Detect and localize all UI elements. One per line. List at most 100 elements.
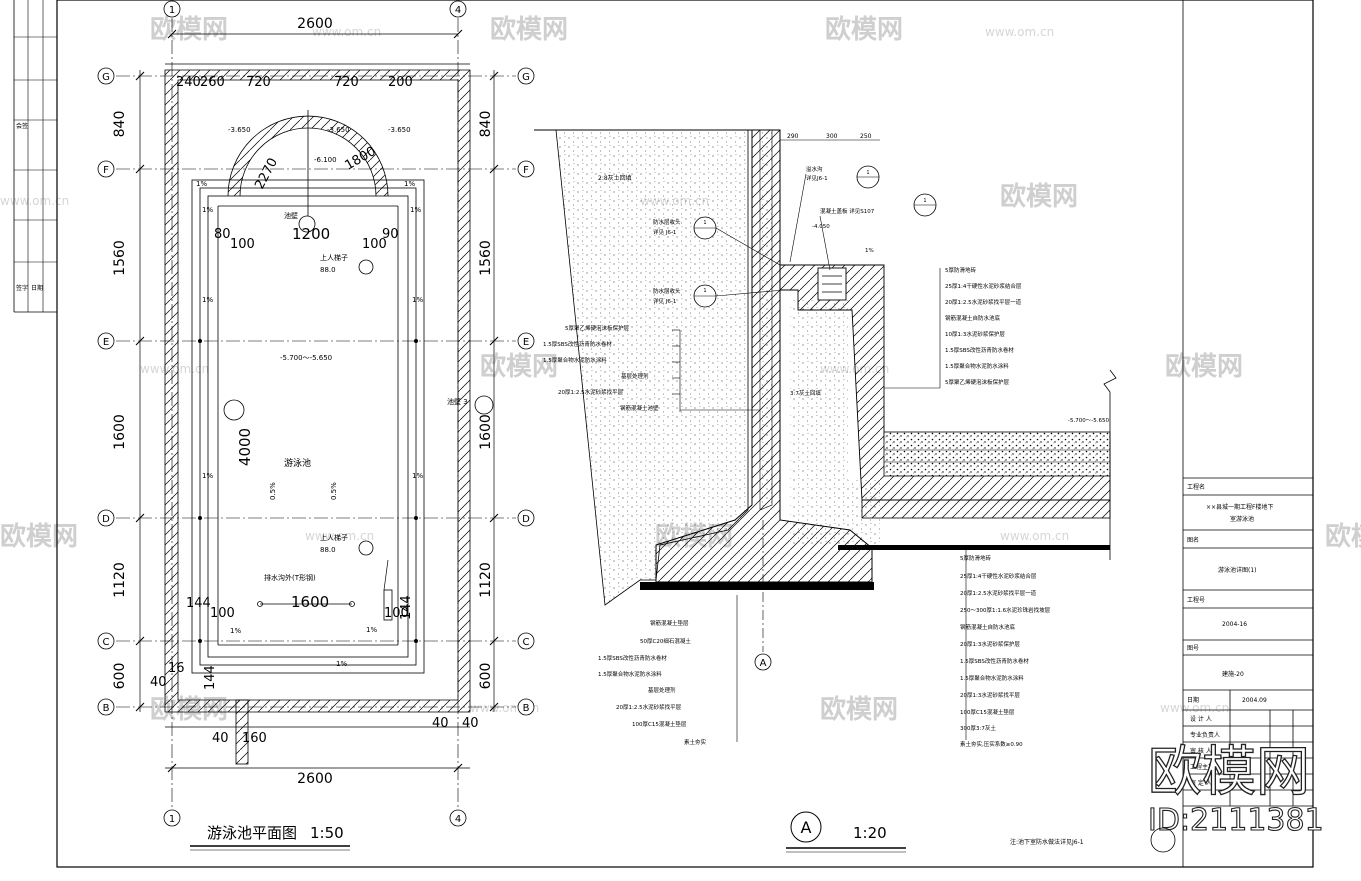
plan-dim-bottom: 40	[462, 716, 479, 731]
plan-dim-small: 80	[214, 227, 231, 242]
grid-row-label: C	[103, 637, 110, 648]
plan-callout: 池壁 3	[447, 397, 468, 406]
tb-role: 审 核 人	[1190, 747, 1212, 755]
plan-dim-left: 840	[112, 111, 128, 138]
slope-label: 1%	[412, 472, 423, 480]
layer-left: 基层处理剂	[621, 372, 649, 380]
section-callout: 防水层收头	[653, 287, 681, 295]
layer-right-top: 25厚1:4干硬性水泥砂浆结合层	[945, 282, 1022, 290]
plan-level-center: -5.700～-5.650	[280, 354, 332, 362]
plan-dim-small: 144	[186, 596, 211, 611]
layer-bottom-right: 100厚C15混凝土垫层	[960, 708, 1015, 716]
tb-value: 2004-16	[1222, 621, 1247, 628]
layer-bottom-left: 基层处理剂	[648, 686, 676, 694]
section-level: -5.700～-5.650	[1068, 418, 1109, 424]
tb-role: 工程主持人	[1190, 763, 1220, 771]
section-callout: 溢水沟	[806, 165, 823, 173]
plan-dim-small: 144	[399, 595, 414, 620]
grid-col-label: 1	[169, 5, 175, 16]
layer-bottom-left: 1.5厚聚合物水泥防水涂料	[598, 670, 662, 678]
pool-plan: 1 4 1 4 G G F F E E D D C C B B	[97, 0, 535, 851]
layer-bottom-left: 钢筋混凝土垫层	[650, 619, 689, 627]
slope-label: 1%	[202, 206, 213, 214]
slope-label: 1%	[196, 180, 207, 188]
plan-dim-right: 1120	[478, 562, 494, 598]
plan-dim-right: 1600	[478, 414, 494, 450]
left-strip-label: 签字	[16, 284, 28, 292]
section-callout: 详见 J6-1	[653, 228, 676, 236]
layer-bottom-left: 素土夯实	[684, 738, 707, 746]
watermark-site: www.om.cn	[1160, 701, 1229, 715]
tb-label: 图号	[1187, 645, 1199, 652]
tb-label: 工程名	[1187, 483, 1205, 491]
plan-dim-bottom: 40	[432, 716, 449, 731]
tb-role: 专业负责人	[1190, 731, 1220, 739]
plan-dim-left: 1120	[112, 562, 128, 598]
plan-dim-small: 100	[210, 606, 235, 621]
left-strip-label: 会签	[16, 122, 28, 130]
plan-height-dim: 4000	[236, 428, 254, 466]
grid-row-label: D	[522, 514, 530, 525]
slope-label: 1%	[202, 472, 213, 480]
plan-inner-width2: 1600	[291, 593, 329, 611]
site-logo: 欧模网 ID:2111381	[1147, 739, 1324, 838]
watermark: 欧模网	[0, 521, 78, 552]
tb-label: 日期	[1187, 696, 1199, 704]
layer-right-top: 钢筋混凝土自防水池底	[945, 314, 1001, 322]
watermark: 欧模网	[820, 694, 898, 725]
tb-role: 审 定 人	[1190, 779, 1212, 787]
layer-bottom-left: 1.5厚SBS改性沥青防水卷材	[598, 654, 667, 662]
plan-dim-right: 600	[478, 663, 494, 690]
layer-bottom-right: 300厚3:7灰土	[960, 724, 996, 732]
watermark: 欧模网	[1325, 521, 1361, 552]
layer-bottom-right: 20厚1:3水泥砂浆找平层	[960, 691, 1020, 699]
section-callout: 3:7灰土回填	[790, 389, 821, 397]
slope-label: 1%	[366, 626, 377, 634]
layer-bottom-left: 20厚1:2.5水泥砂浆找平层	[616, 703, 682, 711]
plan-dim-small: 100	[384, 606, 409, 621]
tb-role: 设 计 人	[1190, 715, 1212, 723]
layer-left: 1.5厚SBS改性沥青防水卷材	[543, 340, 612, 348]
slope-label: 1%	[412, 296, 423, 304]
pool-section: 290 300 250 A	[534, 129, 1117, 853]
slope-label: 0.5%	[330, 482, 338, 500]
layer-left: 5厚聚乙烯硬泡沫板保护层	[565, 324, 630, 332]
plan-dim-small: 100	[362, 237, 387, 252]
slope-label: 1%	[230, 627, 241, 635]
plan-dim-small: 90	[382, 227, 399, 242]
slope-label: 1%	[404, 180, 415, 188]
tb-value: ××县城一期工程F楼地下	[1206, 503, 1274, 511]
layer-left: 1.5厚聚合物水泥防水涂料	[543, 356, 607, 364]
plan-inner-width: 1200	[292, 225, 330, 243]
section-callout: -4.050	[812, 224, 830, 230]
watermark-site: www.om.cn	[985, 25, 1054, 39]
tb-label: 图名	[1187, 536, 1199, 544]
plan-callout: 池壁	[284, 211, 298, 220]
slope-label: 1%	[336, 660, 347, 668]
grid-row-label: E	[103, 337, 109, 348]
watermark: 欧模网	[480, 351, 558, 382]
plan-dim-left: 1600	[112, 414, 128, 450]
tb-label: 工程号	[1187, 596, 1205, 604]
callout-number: 1	[923, 198, 926, 204]
layer-right-top: 1.5厚SBS改性沥青防水卷材	[945, 346, 1014, 354]
watermark-site: www.om.cn	[305, 529, 374, 543]
watermark: 欧模网	[1000, 181, 1078, 212]
plan-dim-right: 840	[478, 111, 494, 138]
plan-callout: 上人梯子	[320, 533, 348, 542]
pool-walls	[164, 69, 471, 765]
layer-right-top: 5厚聚乙烯硬泡沫板保护层	[945, 378, 1010, 386]
slope-label: 1%	[202, 296, 213, 304]
watermark-site: www.om.cn	[312, 25, 381, 39]
plan-callout: 排水沟外(T形钢)	[264, 573, 316, 582]
plan-callout: 上人梯子	[320, 253, 348, 262]
tb-value: 室游泳池	[1230, 515, 1254, 523]
plan-dim-left: 600	[112, 663, 128, 690]
tb-value: 建施-20	[1222, 670, 1244, 678]
level-label: -6.100	[314, 156, 337, 164]
level-label: -3.650	[327, 126, 350, 134]
layer-right-top: 1.5厚聚合物水泥防水涂料	[945, 362, 1009, 370]
grid-col-label: 1	[169, 814, 175, 825]
